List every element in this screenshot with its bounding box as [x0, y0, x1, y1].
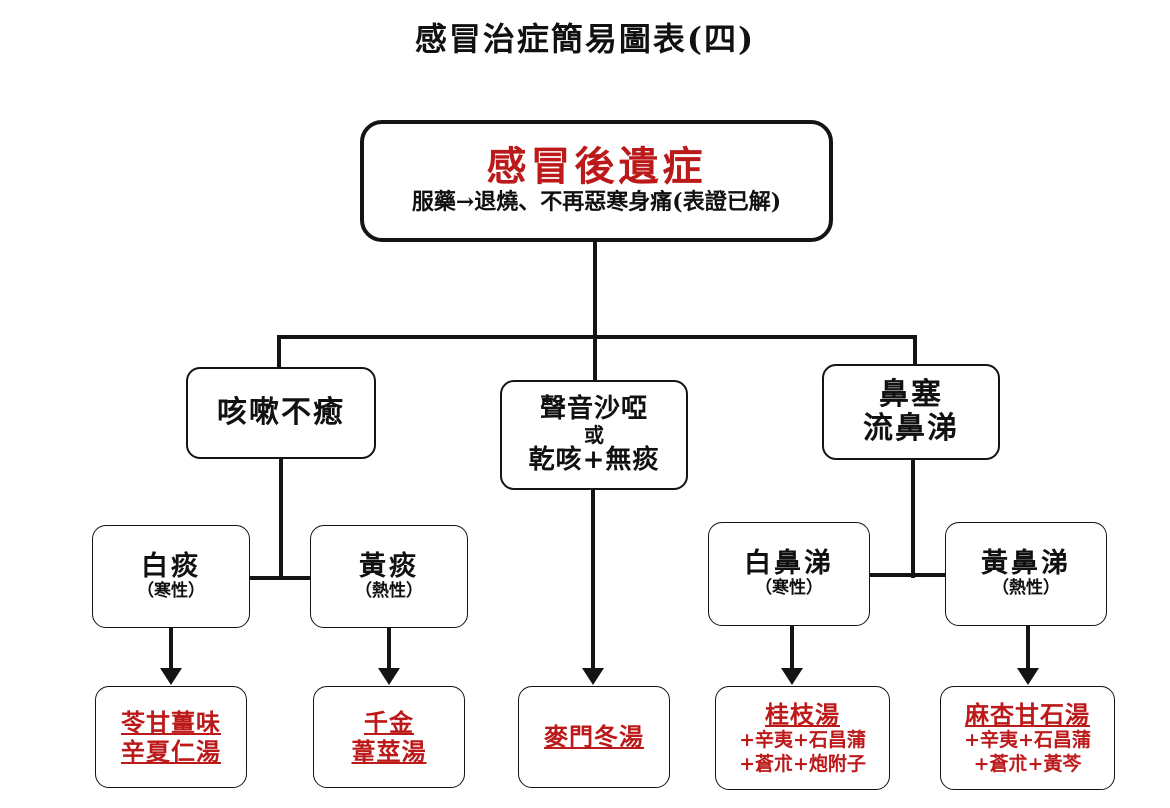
node-root-subtitle: 服藥→退燒、不再惡寒身痛(表證已解) — [411, 189, 782, 216]
arrow-head-rx2 — [378, 668, 400, 685]
connector-arrow-rx4-shaft — [790, 626, 794, 672]
rx5-add2: +蒼朮+黃芩 — [973, 752, 1082, 775]
node-rx-qianjin-weijing[interactable]: 千金 葦莖湯 — [313, 686, 465, 788]
connector-cough-stem — [279, 458, 283, 580]
node-rx-maimendong[interactable]: 麥門冬湯 — [518, 686, 670, 788]
arrow-head-rx4 — [781, 668, 803, 685]
page-title: 感冒治症簡易圖表(四) — [414, 20, 756, 58]
connector-nasal-stem — [911, 460, 915, 578]
node-white-mucus[interactable]: 白鼻涕 （寒性） — [708, 522, 870, 626]
node-rx-guizhi[interactable]: 桂枝湯 +辛夷+石昌蒲 +蒼朮+炮附子 — [715, 686, 890, 790]
node-hoarse-line3: 乾咳+無痰 — [528, 445, 660, 476]
node-yellow-mucus-name: 黃鼻涕 — [981, 548, 1071, 580]
rx2-line1: 千金 — [364, 707, 414, 737]
node-nasal[interactable]: 鼻塞 流鼻涕 — [822, 364, 1000, 460]
rx2-line2: 葦莖湯 — [351, 737, 427, 766]
arrow-head-rx5 — [1017, 668, 1039, 685]
node-yellow-phlegm-name: 黃痰 — [359, 550, 419, 582]
rx1-line1: 苓甘薑味 — [121, 707, 221, 737]
node-white-phlegm-name: 白痰 — [141, 550, 201, 582]
node-rx-ling-gan-jiang-wei[interactable]: 苓甘薑味 辛夏仁湯 — [95, 686, 247, 788]
connector-bus-to-hoarse — [593, 335, 597, 382]
node-hoarse[interactable]: 聲音沙啞 或 乾咳+無痰 — [500, 380, 688, 490]
node-yellow-mucus-nature: （熱性） — [992, 578, 1060, 599]
node-yellow-phlegm-nature: （熱性） — [355, 580, 423, 601]
connector-arrow-rx5-shaft — [1026, 626, 1030, 672]
rx4-add2: +蒼朮+炮附子 — [739, 752, 866, 775]
connector-arrow-rx3-shaft — [591, 490, 595, 672]
node-white-phlegm-nature: （寒性） — [137, 580, 205, 601]
connector-main-bus — [277, 335, 917, 339]
connector-arrow-rx1-shaft — [169, 628, 173, 672]
node-nasal-line2: 流鼻涕 — [863, 411, 959, 446]
connector-root-trunk — [593, 240, 597, 339]
node-root-title: 感冒後遺症 — [486, 143, 707, 191]
node-yellow-phlegm[interactable]: 黃痰 （熱性） — [310, 525, 468, 628]
node-rx-maxing-ganshi[interactable]: 麻杏甘石湯 +辛夷+石昌蒲 +蒼朮+黃芩 — [940, 686, 1115, 790]
node-cough[interactable]: 咳嗽不癒 — [186, 367, 376, 459]
node-yellow-mucus[interactable]: 黃鼻涕 （熱性） — [945, 522, 1107, 626]
rx5-add1: +辛夷+石昌蒲 — [964, 729, 1091, 752]
node-hoarse-line2: 或 — [584, 422, 604, 447]
rx4-head: 桂枝湯 — [765, 700, 840, 730]
arrow-head-rx3 — [582, 668, 604, 685]
rx1-line2: 辛夏仁湯 — [121, 737, 221, 766]
connector-bus-to-cough — [277, 335, 281, 371]
node-cough-label: 咳嗽不癒 — [217, 394, 345, 430]
rx5-head: 麻杏甘石湯 — [965, 700, 1090, 730]
node-white-mucus-nature: （寒性） — [755, 578, 823, 599]
arrow-head-rx1 — [160, 668, 182, 685]
rx4-add1: +辛夷+石昌蒲 — [739, 729, 866, 752]
node-nasal-line1: 鼻塞 — [879, 376, 943, 412]
connector-bus-to-nasal — [913, 335, 917, 367]
connector-mucus-bus — [869, 573, 957, 577]
connector-phlegm-bus — [248, 576, 318, 580]
node-white-mucus-name: 白鼻涕 — [744, 548, 834, 580]
node-root[interactable]: 感冒後遺症 服藥→退燒、不再惡寒身痛(表證已解) — [360, 120, 833, 242]
connector-arrow-rx2-shaft — [387, 628, 391, 672]
node-white-phlegm[interactable]: 白痰 （寒性） — [92, 525, 250, 628]
rx3-line1: 麥門冬湯 — [544, 722, 644, 752]
node-hoarse-line1: 聲音沙啞 — [539, 393, 648, 424]
